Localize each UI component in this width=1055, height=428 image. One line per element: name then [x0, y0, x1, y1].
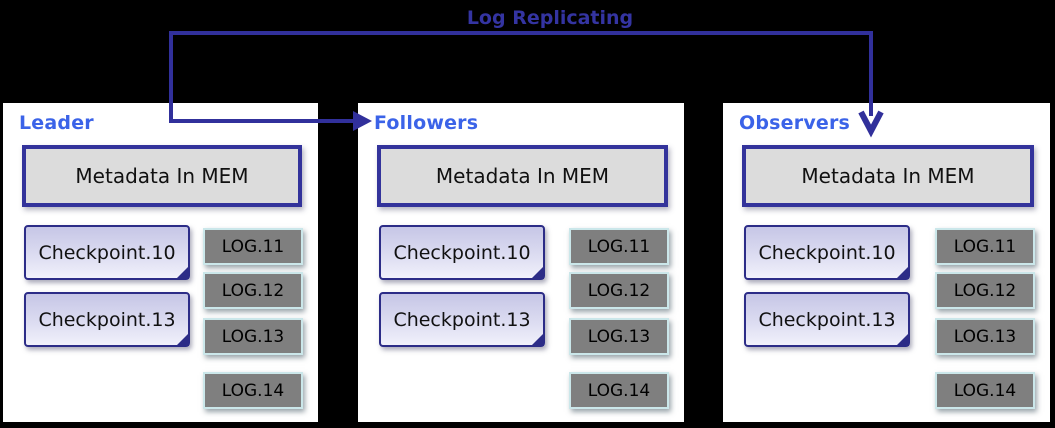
checkpoint-label: Checkpoint.10	[38, 241, 176, 264]
node-panel-followers: Followers Metadata In MEM Checkpoint.10 …	[358, 103, 684, 422]
checkpoint-label: Checkpoint.10	[393, 241, 531, 264]
log-box: LOG.12	[203, 272, 303, 309]
node-title-leader: Leader	[19, 112, 94, 134]
checkpoint-note: Checkpoint.10	[379, 225, 545, 280]
metadata-label: Metadata In MEM	[75, 164, 249, 188]
log-column: LOG.11 LOG.12 LOG.13 LOG.14	[569, 225, 669, 415]
checkpoint-label: Checkpoint.10	[758, 241, 896, 264]
log-box: LOG.13	[203, 318, 303, 355]
metadata-label: Metadata In MEM	[435, 164, 610, 188]
checkpoint-label: Checkpoint.13	[393, 308, 531, 331]
checkpoint-column: Checkpoint.10 Checkpoint.13	[744, 225, 910, 359]
checkpoint-label: Checkpoint.13	[758, 308, 896, 331]
log-box: LOG.13	[569, 318, 669, 355]
log-replicating-label: Log Replicating	[466, 7, 634, 29]
log-column: LOG.11 LOG.12 LOG.13 LOG.14	[203, 225, 303, 415]
log-box: LOG.12	[935, 272, 1035, 309]
checkpoint-note: Checkpoint.10	[24, 225, 190, 280]
metadata-in-mem-box: Metadata In MEM	[742, 145, 1034, 207]
checkpoint-label: Checkpoint.13	[38, 308, 176, 331]
checkpoint-note: Checkpoint.13	[24, 292, 190, 347]
log-column: LOG.11 LOG.12 LOG.13 LOG.14	[935, 225, 1035, 415]
metadata-in-mem-box: Metadata In MEM	[377, 145, 668, 207]
node-panel-leader: Leader Metadata In MEM Checkpoint.10 Che…	[3, 103, 318, 422]
log-box: LOG.11	[935, 228, 1035, 265]
checkpoint-note: Checkpoint.13	[379, 292, 545, 347]
metadata-label: Metadata In MEM	[801, 164, 975, 188]
node-title-observers: Observers	[739, 112, 851, 134]
log-box: LOG.12	[569, 272, 669, 309]
log-box: LOG.11	[569, 228, 669, 265]
checkpoint-column: Checkpoint.10 Checkpoint.13	[24, 225, 190, 359]
checkpoint-column: Checkpoint.10 Checkpoint.13	[379, 225, 545, 359]
log-box: LOG.13	[935, 318, 1035, 355]
log-box: LOG.11	[203, 228, 303, 265]
checkpoint-note: Checkpoint.10	[744, 225, 910, 280]
log-box: LOG.14	[569, 372, 669, 409]
node-title-followers: Followers	[374, 112, 479, 134]
node-panel-observers: Observers Metadata In MEM Checkpoint.10 …	[723, 103, 1050, 422]
checkpoint-note: Checkpoint.13	[744, 292, 910, 347]
metadata-in-mem-box: Metadata In MEM	[22, 145, 302, 207]
log-box: LOG.14	[203, 372, 303, 409]
log-box: LOG.14	[935, 372, 1035, 409]
